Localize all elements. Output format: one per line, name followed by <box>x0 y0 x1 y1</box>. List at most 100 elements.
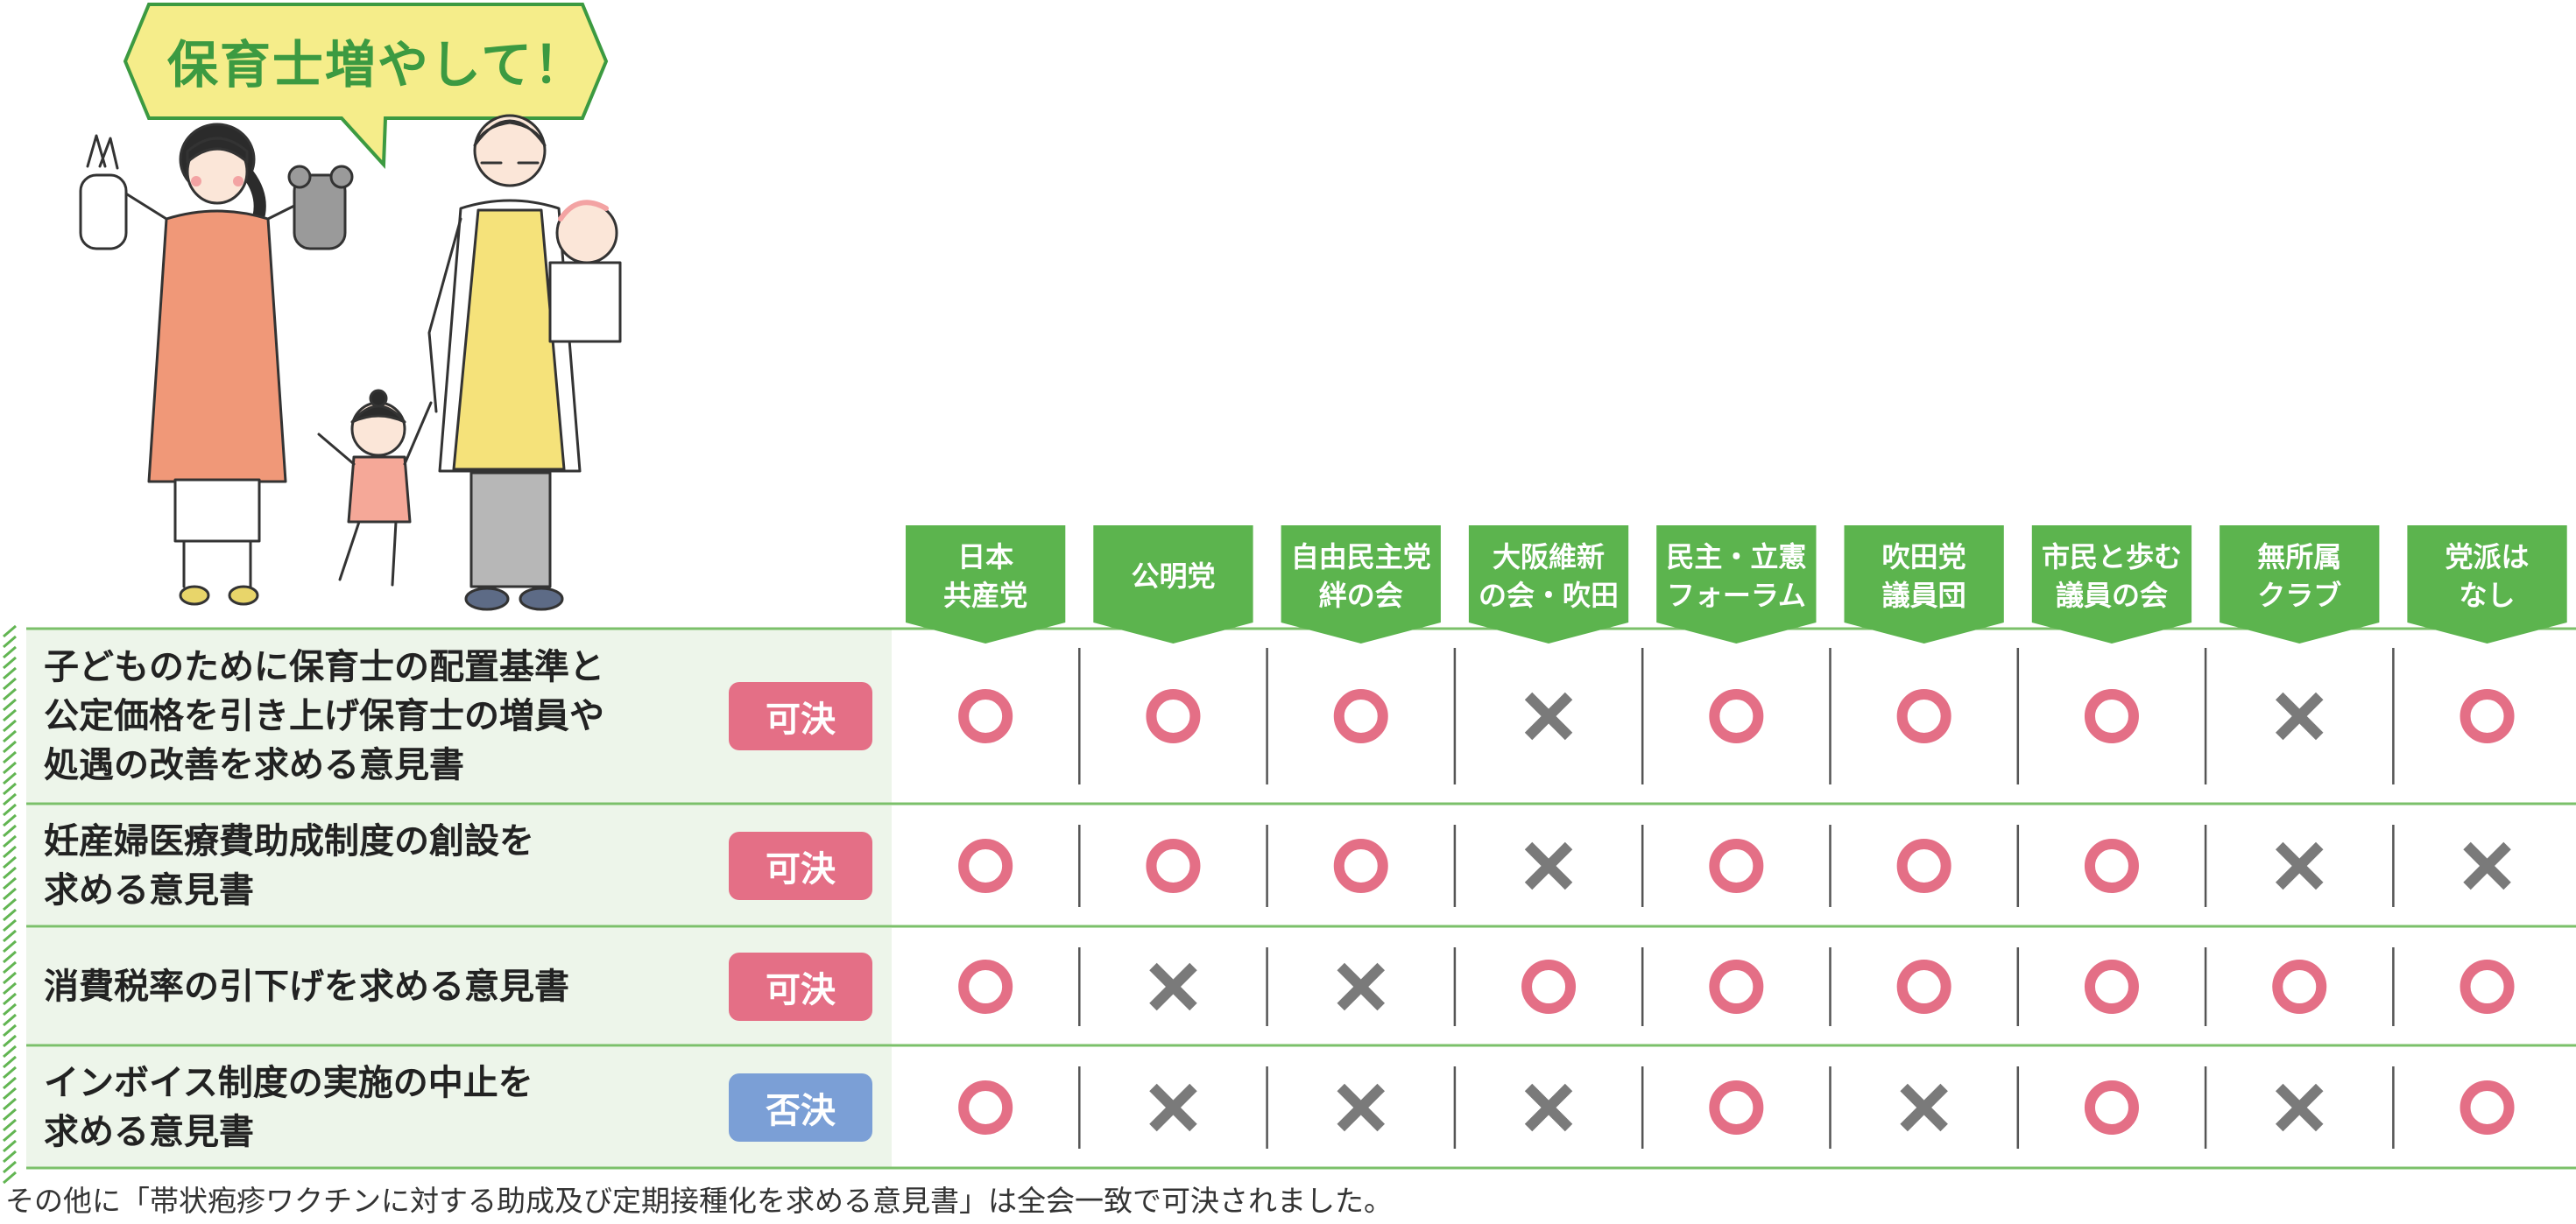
hatch-stroke <box>3 698 17 712</box>
caregiver-woman-figure <box>79 123 354 606</box>
hatch-stroke <box>3 1055 17 1069</box>
hatch-stroke <box>3 645 17 659</box>
party-header-label: 党派は なし <box>2445 539 2530 612</box>
vote-approve-mark <box>1333 689 1388 743</box>
party-header-tab <box>2220 525 2380 644</box>
hatch-stroke <box>3 1045 17 1059</box>
hatch-stroke <box>3 866 17 880</box>
vote-approve-mark <box>2272 960 2327 1014</box>
hatch-stroke <box>3 981 17 995</box>
party-header-tab <box>1281 525 1441 644</box>
vote-oppose-mark <box>1524 692 1573 741</box>
hatch-stroke <box>3 677 17 691</box>
hatch-stroke <box>3 1024 17 1038</box>
hatch-stroke <box>3 761 17 775</box>
vote-approve-mark <box>2460 960 2515 1014</box>
hatch-stroke <box>3 1129 17 1143</box>
speech-bubble-text: 保育士増やして！ <box>166 35 587 95</box>
hatch-stroke <box>3 887 17 901</box>
vote-approve-mark <box>958 689 1013 743</box>
vote-approve-mark <box>2460 689 2515 743</box>
vote-approve-mark <box>1333 839 1388 893</box>
hatch-stroke <box>3 845 17 859</box>
hatch-stroke <box>3 1150 17 1164</box>
vote-oppose-mark <box>1337 1083 1385 1132</box>
party-header-tab <box>1093 525 1253 644</box>
hatch-stroke <box>3 1066 17 1080</box>
hatch-stroke <box>3 624 17 638</box>
vote-approve-mark <box>1896 689 1951 743</box>
hatch-stroke <box>3 1139 17 1153</box>
vote-oppose-mark <box>2276 841 2324 890</box>
hatch-stroke <box>3 792 17 806</box>
party-header-tab <box>1656 525 1817 644</box>
caregiver-man-figure <box>427 114 622 611</box>
hatch-stroke <box>3 1108 17 1122</box>
hatch-stroke <box>3 929 17 943</box>
party-header-label: 大阪維新 の会・吹田 <box>1479 539 1620 612</box>
hatch-stroke <box>3 1118 17 1132</box>
party-header-tab <box>906 525 1066 644</box>
vote-approve-mark <box>958 1080 1013 1135</box>
hatch-stroke <box>3 729 17 743</box>
party-header-tab <box>2407 525 2567 644</box>
hatch-stroke <box>3 950 17 964</box>
vote-oppose-mark <box>2276 692 2324 741</box>
hatch-stroke <box>3 834 17 848</box>
hatch-stroke <box>3 897 17 911</box>
vote-approve-mark <box>1709 689 1764 743</box>
party-header-label: 市民と歩む 議員の会 <box>2041 539 2182 612</box>
hatch-stroke <box>3 803 17 817</box>
party-header-tab <box>1468 525 1629 644</box>
vote-approve-mark <box>1896 839 1951 893</box>
rejected-badge: 否決 <box>729 1073 872 1142</box>
hatch-stroke <box>3 1087 17 1101</box>
vote-oppose-mark <box>1337 962 1385 1011</box>
hatch-stroke <box>3 771 17 785</box>
hatch-stroke <box>3 1013 17 1027</box>
party-header-label: 無所属 クラブ <box>2257 539 2342 612</box>
hatch-stroke <box>3 782 17 796</box>
resolution-title: 子どものために保育士の配置基準と 公定価格を引き上げ保育士の増員や 処遇の改善を… <box>44 646 604 785</box>
party-header-label: 吹田党 議員団 <box>1881 539 1966 612</box>
party-header-label: 自由民主党 絆の会 <box>1290 539 1431 612</box>
hatch-stroke <box>3 750 17 764</box>
resolution-title: 妊産婦医療費助成制度の創設を 求める意見書 <box>44 820 534 911</box>
hatch-stroke <box>3 666 17 680</box>
hatch-stroke <box>3 1171 17 1185</box>
hatch-stroke <box>3 939 17 953</box>
vote-approve-mark <box>2460 1080 2515 1135</box>
hatch-stroke <box>3 656 17 670</box>
hatch-stroke <box>3 908 17 922</box>
passed-badge: 可決 <box>729 832 872 900</box>
hatch-stroke <box>3 687 17 701</box>
footnote: その他に「帯状疱疹ワクチンに対する助成及び定期接種化を求める意見書」は全会一致で… <box>5 1184 1393 1218</box>
vote-oppose-mark <box>1149 1083 1197 1132</box>
vote-approve-mark <box>958 960 1013 1014</box>
speech-bubble <box>123 3 609 169</box>
resolution-title: 消費税率の引下げを求める意見書 <box>44 966 569 1007</box>
hatch-stroke <box>3 740 17 754</box>
hatch-stroke <box>3 971 17 985</box>
party-header-tab <box>2031 525 2192 644</box>
vote-approve-mark <box>1709 960 1764 1014</box>
party-header-label: 日本 共産党 <box>943 539 1028 612</box>
vote-approve-mark <box>1709 839 1764 893</box>
vote-approve-mark <box>1146 839 1201 893</box>
party-header-tab <box>1844 525 2004 644</box>
vote-approve-mark <box>2084 1080 2139 1135</box>
child-figure <box>317 389 433 587</box>
hatch-stroke <box>3 1160 17 1174</box>
hatch-stroke <box>3 876 17 890</box>
vote-approve-mark <box>1709 1080 1764 1135</box>
vote-approve-mark <box>2084 689 2139 743</box>
party-header-label: 公明党 <box>1131 559 1216 593</box>
party-header-label: 民主・立憲 フォーラム <box>1666 539 1807 612</box>
vote-oppose-mark <box>1524 1083 1573 1132</box>
hatch-stroke <box>3 1097 17 1111</box>
hatch-stroke <box>3 1076 17 1090</box>
hatch-stroke <box>3 960 17 974</box>
hatch-stroke <box>3 992 17 1006</box>
